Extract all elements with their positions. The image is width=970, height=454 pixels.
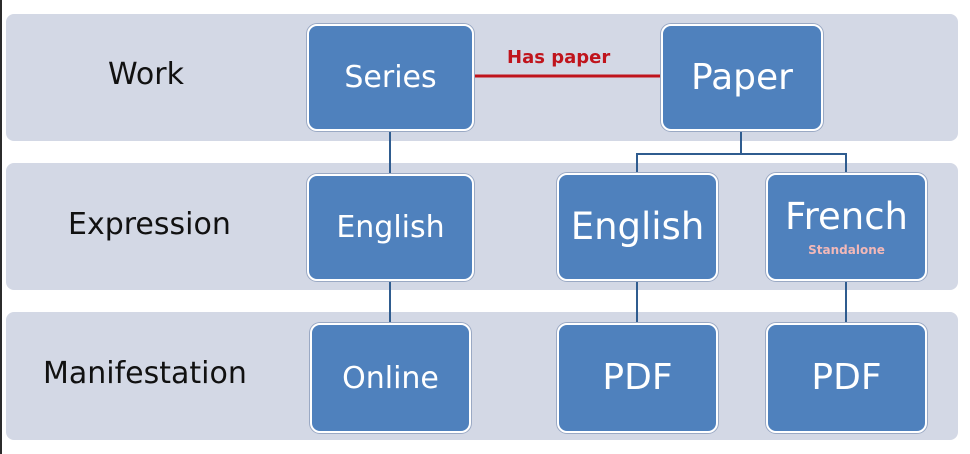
english-pdf-text: PDF [602, 357, 673, 399]
paper-node[interactable]: Paper [661, 24, 823, 131]
french-pdf-text: PDF [811, 357, 882, 399]
left-border [0, 0, 2, 454]
online-node-text: Online [342, 360, 439, 396]
french-pdf-node[interactable]: PDF [766, 323, 927, 433]
connector-paper-french [741, 153, 847, 175]
series-english-text: English [336, 210, 445, 245]
paper-english-text: English [570, 204, 705, 248]
series-node[interactable]: Series [307, 24, 474, 131]
paper-french-text: French [785, 194, 908, 238]
paper-french-node[interactable]: French Standalone [766, 173, 927, 281]
expression-label: Expression [68, 207, 231, 242]
series-english-node[interactable]: English [307, 174, 474, 281]
standalone-note: Standalone [808, 243, 885, 258]
has-paper-label: Has paper [507, 47, 611, 68]
series-node-text: Series [344, 60, 437, 95]
work-label: Work [108, 57, 184, 92]
paper-node-text: Paper [691, 56, 793, 98]
manifestation-label: Manifestation [43, 356, 247, 391]
connector-paper-expressions [636, 130, 742, 175]
online-node[interactable]: Online [310, 323, 471, 433]
english-pdf-node[interactable]: PDF [557, 323, 718, 433]
paper-english-node[interactable]: English [557, 173, 718, 281]
